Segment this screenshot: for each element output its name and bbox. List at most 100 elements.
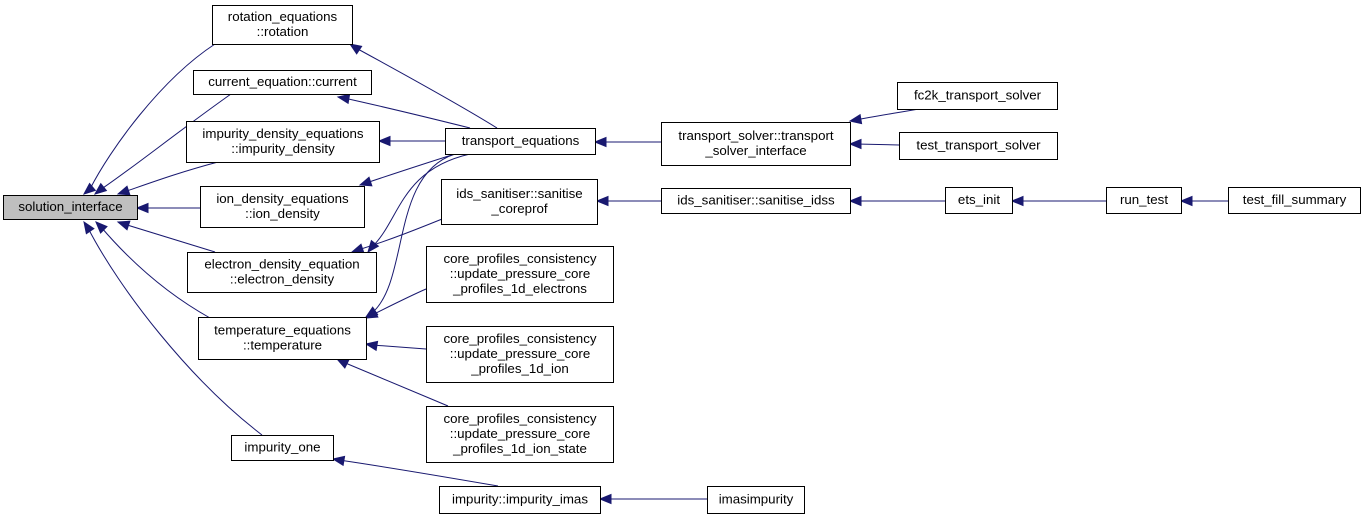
edge-upc_ion-to-temperature bbox=[364, 340, 427, 352]
node-test-transport-solver[interactable]: test_transport_solver bbox=[899, 132, 1058, 160]
node-box[interactable] bbox=[198, 317, 367, 360]
node-label: ::update_pressure_core bbox=[450, 266, 590, 281]
node-temperature[interactable]: temperature_equations::temperature bbox=[198, 317, 367, 360]
node-label: ::rotation bbox=[257, 24, 309, 39]
node-box[interactable] bbox=[661, 122, 851, 166]
node-run-test[interactable]: run_test bbox=[1106, 187, 1182, 214]
arrow-head-icon bbox=[364, 308, 379, 319]
node-label: ::update_pressure_core bbox=[450, 346, 590, 361]
node-solution-interface[interactable]: solution_interface bbox=[3, 195, 138, 220]
node-box[interactable] bbox=[945, 187, 1013, 214]
node-imasimpurity[interactable]: imasimpurity bbox=[707, 486, 805, 514]
node-box[interactable] bbox=[441, 179, 598, 225]
edge-line bbox=[855, 108, 920, 121]
node-label: _coreprof bbox=[490, 201, 547, 216]
node-ets-init[interactable]: ets_init bbox=[945, 187, 1013, 214]
arrow-head-icon bbox=[348, 43, 363, 55]
node-box[interactable] bbox=[897, 82, 1058, 110]
node-box[interactable] bbox=[231, 435, 334, 461]
node-box[interactable] bbox=[445, 128, 596, 155]
edge-transport_equations-to-rotation bbox=[348, 43, 498, 129]
edge-fc2k_transport_solver-to-transport_solver_interface bbox=[848, 108, 920, 125]
edge-impurity_imas-to-impurity_one bbox=[331, 455, 499, 487]
node-box[interactable] bbox=[1228, 187, 1361, 214]
node-box[interactable] bbox=[212, 5, 353, 45]
node-label: impurity::impurity_imas bbox=[452, 492, 588, 507]
node-box[interactable] bbox=[439, 486, 601, 514]
node-label: ::update_pressure_core bbox=[450, 426, 590, 441]
node-sanitise-coreprof[interactable]: ids_sanitiser::sanitise_coreprof bbox=[441, 179, 598, 225]
edge-transport_solver_interface-to-transport_equations bbox=[593, 136, 661, 148]
node-label: run_test bbox=[1120, 192, 1168, 207]
node-rotation[interactable]: rotation_equations::rotation bbox=[212, 5, 353, 45]
node-transport-solver-interface[interactable]: transport_solver::transport_solver_inter… bbox=[661, 122, 851, 166]
node-label: test_transport_solver bbox=[916, 138, 1041, 153]
node-test-fill-summary[interactable]: test_fill_summary bbox=[1228, 187, 1361, 214]
arrow-head-icon bbox=[848, 195, 862, 207]
node-impurity-one[interactable]: impurity_one bbox=[231, 435, 334, 461]
edge-run_test-to-ets_init bbox=[1010, 195, 1106, 207]
node-label: solution_interface bbox=[18, 199, 122, 214]
arrow-head-icon bbox=[1010, 195, 1024, 207]
node-box[interactable] bbox=[193, 70, 372, 95]
node-box[interactable] bbox=[426, 326, 614, 383]
node-impurity-density[interactable]: impurity_density_equations::impurity_den… bbox=[186, 121, 380, 163]
arrow-head-icon bbox=[335, 358, 350, 369]
edge-line bbox=[123, 161, 219, 193]
arrow-head-icon bbox=[135, 202, 149, 214]
arrow-head-icon bbox=[82, 182, 97, 195]
edge-line bbox=[355, 47, 498, 129]
node-box[interactable] bbox=[899, 132, 1058, 160]
node-upc-electrons[interactable]: core_profiles_consistency::update_pressu… bbox=[426, 246, 614, 303]
node-box[interactable] bbox=[426, 246, 614, 303]
edge-electron_density-to-solution_interface bbox=[116, 220, 216, 253]
node-box[interactable] bbox=[661, 188, 851, 214]
arrow-head-icon bbox=[331, 455, 346, 467]
node-upc-ion-state[interactable]: core_profiles_consistency::update_pressu… bbox=[426, 406, 614, 463]
node-label: fc2k_transport_solver bbox=[914, 88, 1042, 103]
node-label: impurity_density_equations bbox=[202, 126, 363, 141]
node-label: temperature_equations bbox=[214, 323, 351, 338]
node-box[interactable] bbox=[3, 195, 138, 220]
arrow-head-icon bbox=[116, 185, 131, 196]
edge-line bbox=[343, 97, 471, 129]
node-box[interactable] bbox=[186, 121, 380, 163]
arrow-head-icon bbox=[1179, 195, 1193, 207]
arrow-head-icon bbox=[364, 340, 379, 352]
edge-test_fill_summary-to-run_test bbox=[1179, 195, 1228, 207]
edge-transport_equations-to-current bbox=[336, 93, 471, 129]
node-transport-equations[interactable]: transport_equations bbox=[445, 128, 596, 155]
node-box[interactable] bbox=[426, 406, 614, 463]
node-electron-density[interactable]: electron_density_equation::electron_dens… bbox=[187, 252, 377, 293]
arrow-head-icon bbox=[598, 493, 612, 505]
edge-ion_density-to-solution_interface bbox=[135, 202, 200, 214]
node-label: core_profiles_consistency bbox=[444, 411, 597, 426]
node-box[interactable] bbox=[187, 252, 377, 293]
edge-transport_equations-to-ion_density bbox=[358, 153, 456, 187]
edge-line bbox=[855, 143, 900, 146]
node-box[interactable] bbox=[1106, 187, 1182, 214]
node-sanitise-idss[interactable]: ids_sanitiser::sanitise_idss bbox=[661, 188, 851, 214]
node-label: _profiles_1d_ion_state bbox=[452, 441, 587, 456]
arrow-head-icon bbox=[336, 93, 351, 105]
edge-rotation-to-solution_interface bbox=[82, 43, 216, 195]
node-current[interactable]: current_equation::current bbox=[193, 70, 372, 95]
arrow-head-icon bbox=[116, 220, 131, 231]
node-ion-density[interactable]: ion_density_equations::ion_density bbox=[200, 186, 365, 228]
node-impurity-imas[interactable]: impurity::impurity_imas bbox=[439, 486, 601, 514]
edge-imasimpurity-to-impurity_imas bbox=[598, 493, 707, 505]
edge-impurity_one-to-solution_interface bbox=[83, 220, 263, 436]
edge-line bbox=[100, 226, 211, 319]
node-box[interactable] bbox=[200, 186, 365, 228]
node-label: _profiles_1d_electrons bbox=[452, 281, 587, 296]
edge-line bbox=[371, 288, 427, 316]
edge-line bbox=[338, 459, 499, 487]
node-fc2k-transport-solver[interactable]: fc2k_transport_solver bbox=[897, 82, 1058, 110]
node-box[interactable] bbox=[707, 486, 805, 514]
node-label: transport_equations bbox=[462, 133, 580, 148]
node-label: current_equation::current bbox=[208, 74, 357, 89]
node-upc-ion[interactable]: core_profiles_consistency::update_pressu… bbox=[426, 326, 614, 383]
node-label: _profiles_1d_ion bbox=[470, 361, 569, 376]
node-label: core_profiles_consistency bbox=[444, 251, 597, 266]
